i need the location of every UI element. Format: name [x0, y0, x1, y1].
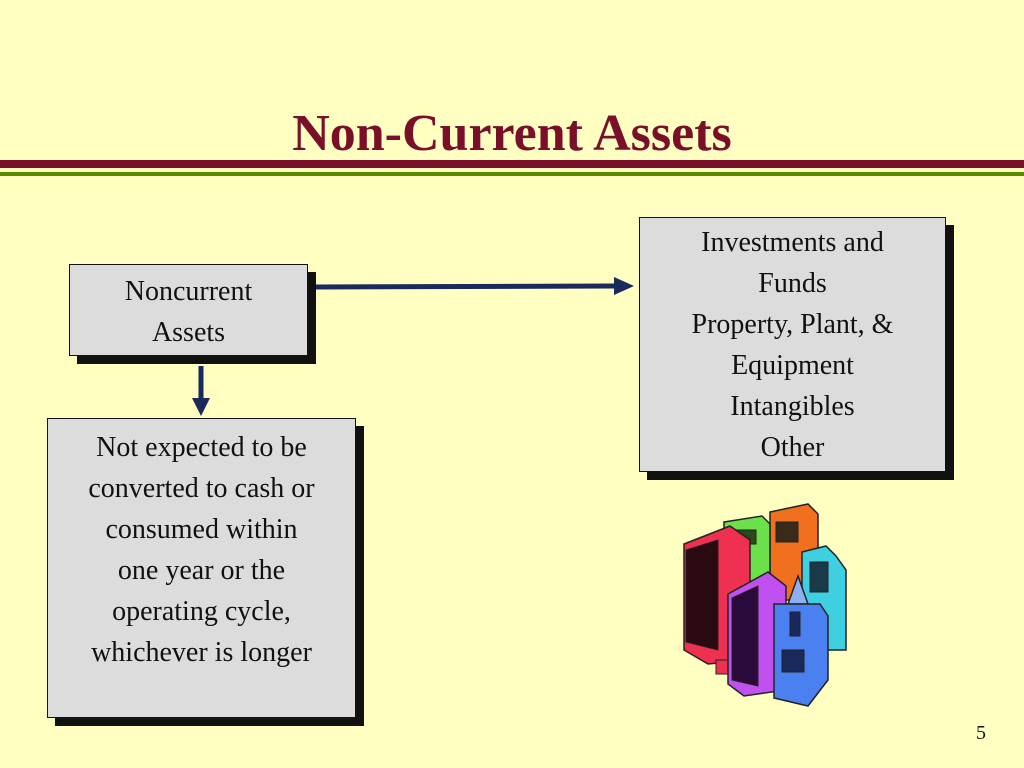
- arrow-to-description: [192, 366, 210, 416]
- city-buildings-icon: [683, 503, 847, 707]
- definition-line-5: operating cycle,: [112, 596, 291, 627]
- definition-line-2: converted to cash or: [88, 473, 315, 504]
- category-line-2: Funds: [758, 268, 827, 299]
- category-line-4: Equipment: [731, 350, 854, 381]
- definition-box: Not expected to be converted to cash or …: [47, 418, 356, 718]
- source-line-2: Assets: [151, 317, 226, 348]
- definition-line-6: whichever is longer: [91, 637, 312, 668]
- category-line-1: Investments and: [701, 227, 884, 258]
- definition-line-4: one year or the: [117, 555, 286, 586]
- title-rule-green: [0, 172, 1024, 176]
- definition-line-3: consumed within: [105, 514, 298, 545]
- category-line-3: Property, Plant, &: [691, 309, 894, 340]
- noncurrent-assets-box: Noncurrent Assets: [69, 264, 308, 356]
- source-line-1: Noncurrent: [124, 276, 253, 307]
- definition-line-1: Not expected to be: [96, 432, 307, 463]
- slide-title: Non-Current Assets: [292, 105, 732, 162]
- categories-box: Investments and Funds Property, Plant, &…: [639, 217, 946, 472]
- category-line-5: Intangibles: [730, 391, 855, 422]
- category-line-6: Other: [760, 432, 825, 463]
- page-number: 5: [976, 722, 986, 744]
- title-rule-maroon: [0, 160, 1024, 168]
- arrow-to-categories: [315, 277, 634, 295]
